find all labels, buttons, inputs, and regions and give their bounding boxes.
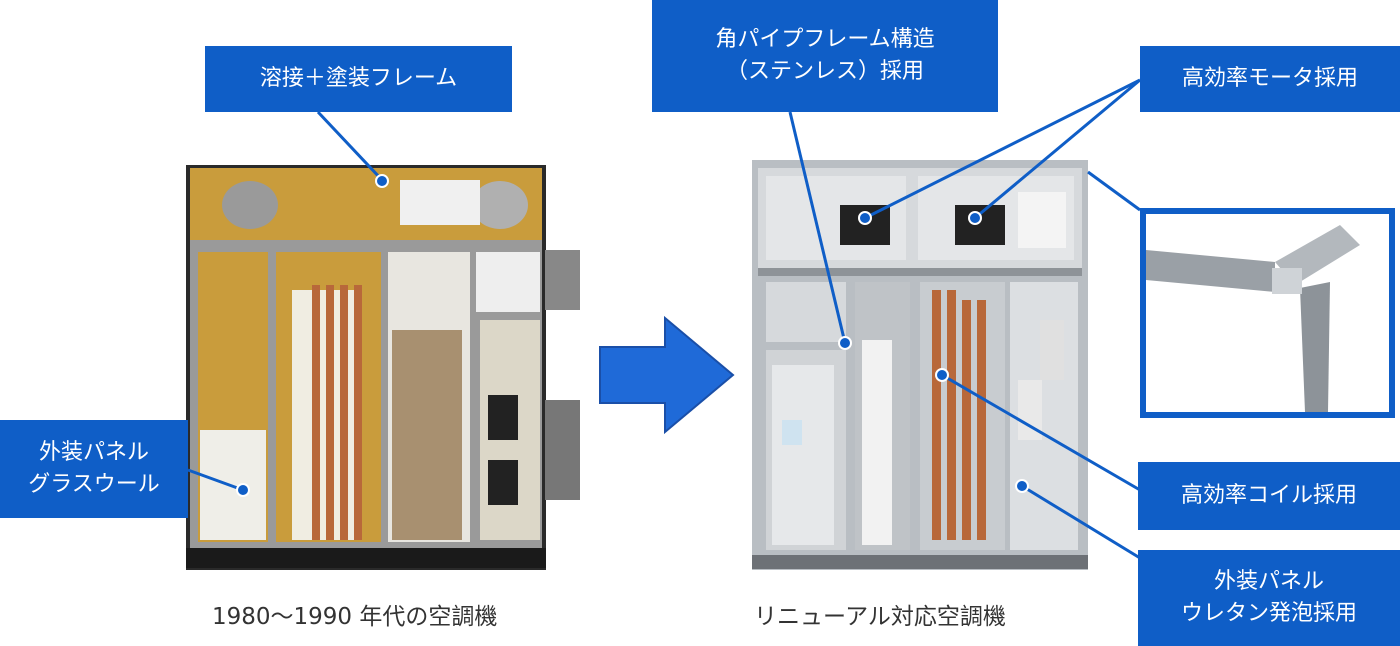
- transition-arrow: [599, 315, 735, 435]
- new-frame-label-line1: 角パイプフレーム構造: [715, 27, 935, 53]
- new-air-handler-image: [752, 160, 1088, 570]
- new-panel-label-line2: ウレタン発泡採用: [1180, 601, 1357, 626]
- marker-dots: [236, 174, 1029, 497]
- old-frame-label: 溶接＋塗装フレーム: [205, 46, 512, 112]
- leader-lines: [187, 78, 1141, 560]
- coil-label: 高効率コイル採用: [1138, 462, 1400, 530]
- frame-closeup-inset: [1140, 208, 1395, 418]
- new-panel-label: 外装パネル ウレタン発泡採用: [1138, 550, 1400, 646]
- coil-label-text: 高効率コイル採用: [1180, 483, 1357, 509]
- old-panel-label: 外装パネル グラスウール: [0, 420, 188, 518]
- new-unit-caption: リニューアル対応空調機: [754, 604, 1006, 630]
- new-frame-label-line2: （ステンレス）採用: [725, 59, 924, 84]
- old-air-handler-image: [186, 165, 580, 570]
- motor-label: 高効率モータ採用: [1140, 46, 1400, 112]
- motor-label-text: 高効率モータ採用: [1181, 66, 1358, 92]
- old-frame-label-text: 溶接＋塗装フレーム: [259, 66, 458, 92]
- old-unit-caption: 1980〜1990 年代の空調機: [212, 604, 498, 630]
- new-panel-label-line1: 外装パネル: [1213, 569, 1324, 595]
- old-panel-label-line1: 外装パネル: [38, 440, 149, 466]
- new-frame-label: 角パイプフレーム構造 （ステンレス）採用: [652, 0, 998, 112]
- old-panel-label-line2: グラスウール: [28, 472, 160, 497]
